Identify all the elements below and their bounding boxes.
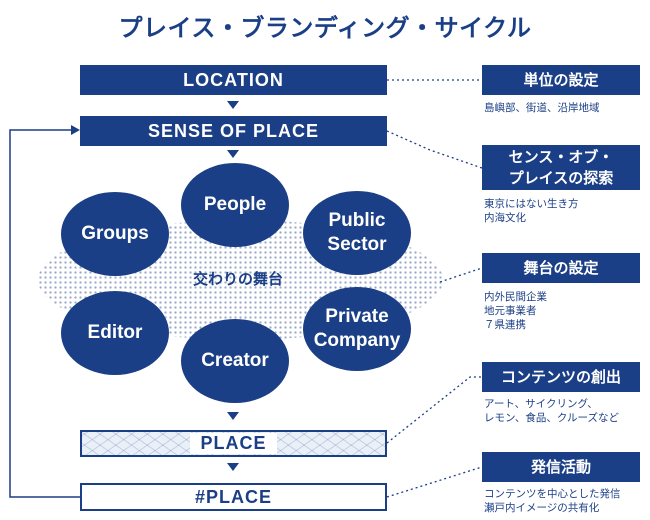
location-label: LOCATION	[183, 69, 284, 90]
place-label: PLACE	[190, 433, 277, 454]
side-desc-dispatch: コンテンツを中心とした発信 瀬戸内イメージの共有化	[484, 488, 621, 514]
sense-of-place-bar: SENSE OF PLACE	[80, 116, 387, 146]
actor-private-company-label: Private Company	[313, 306, 401, 351]
actor-editor-label: Editor	[87, 322, 143, 343]
side-label-stage-setting-text: 舞台の設定	[523, 258, 599, 277]
arrow-stage-to-place	[227, 412, 239, 420]
loop-back-line	[9, 129, 80, 498]
sense-of-place-label: SENSE OF PLACE	[147, 120, 320, 141]
diagram-title: プレイス・ブランディング・サイクル	[118, 14, 532, 42]
dotted-link-stage	[439, 267, 483, 283]
side-label-content-creation-text: コンテンツの創出	[500, 367, 621, 386]
side-label-stage-setting: 舞台の設定	[482, 253, 640, 283]
side-label-dispatch: 発信活動	[482, 452, 640, 482]
actor-public-sector-label: Public Sector	[327, 210, 387, 255]
arrow-place-to-hashtag	[227, 463, 239, 471]
side-desc-sense-exploration: 東京にはない生き方 内海文化	[484, 198, 579, 224]
side-label-content-creation: コンテンツの創出	[482, 362, 640, 392]
dotted-link-dispatch	[386, 466, 483, 498]
arrow-location-to-sense	[227, 101, 239, 109]
actor-creator-label: Creator	[201, 350, 269, 371]
arrow-sense-to-stage	[227, 150, 239, 158]
actor-editor-circle: Editor	[61, 291, 169, 375]
side-label-sense-exploration-text: センス・オブ・ プレイスの探索	[508, 147, 614, 187]
actor-public-sector-circle: Public Sector	[303, 191, 411, 275]
side-desc-content-creation: アート、サイクリング、 レモン、食品、クルーズなど	[484, 398, 620, 424]
hashtag-place-bar: #PLACE	[80, 483, 387, 511]
actor-creator-circle: Creator	[181, 319, 289, 403]
actor-people-circle: People	[181, 163, 289, 247]
side-label-dispatch-text: 発信活動	[530, 457, 591, 476]
side-desc-stage-setting: 内外民間企業 地元事業者 ７県連携	[484, 291, 547, 331]
location-bar: LOCATION	[80, 65, 387, 95]
place-bar: PLACE	[80, 430, 387, 457]
dotted-link-explore	[386, 130, 483, 169]
actor-private-company-circle: Private Company	[303, 287, 411, 371]
hashtag-place-label: #PLACE	[194, 486, 272, 507]
side-label-unit-setting: 単位の設定	[482, 65, 640, 95]
meeting-stage-label: 交わりの舞台	[192, 270, 283, 288]
side-label-sense-exploration: センス・オブ・ プレイスの探索	[482, 145, 640, 190]
side-label-unit-setting-text: 単位の設定	[523, 70, 599, 89]
actor-people-label: People	[203, 194, 267, 215]
loop-back-arrowhead	[71, 125, 80, 135]
side-desc-unit-setting: 島嶼部、街道、沿岸地域	[484, 102, 600, 114]
dotted-link-contents	[386, 376, 482, 444]
actor-groups-circle: Groups	[61, 192, 169, 276]
actor-groups-label: Groups	[81, 223, 149, 244]
